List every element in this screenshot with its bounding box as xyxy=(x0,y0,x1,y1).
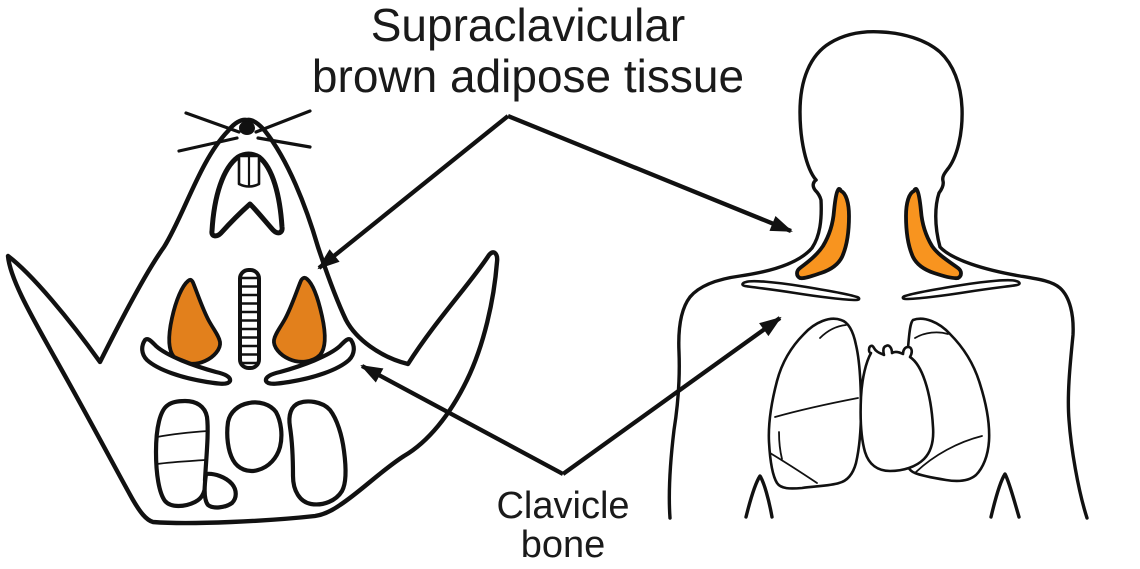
clavicle-arrow-to-mouse xyxy=(360,364,565,476)
mouse-lung-left-lower-lobe xyxy=(202,471,238,510)
mouse-whiskers xyxy=(177,109,312,153)
human-lung-left-fissure-lower xyxy=(769,452,818,484)
mouse-bat-left xyxy=(167,277,222,366)
human-bat-right xyxy=(904,187,963,281)
mouse-teeth xyxy=(237,154,261,188)
human-armpit-right xyxy=(989,472,1021,519)
mouse-lung-middle-lobe xyxy=(225,400,284,474)
whisker-upper-right xyxy=(254,109,312,134)
human-lung-right-apex-line xyxy=(914,331,949,339)
whisker-lower-right xyxy=(256,136,312,149)
mouse-clavicle-left xyxy=(140,337,233,386)
human-armpit-left xyxy=(744,474,774,519)
figure-title-line2: brown adipose tissue xyxy=(311,50,745,102)
human-lung-left-fissure-upper xyxy=(774,397,859,418)
bat-arrow-to-mouse xyxy=(317,114,510,270)
clavicle-label-line1: Clavicle xyxy=(496,485,630,527)
mouse-figure xyxy=(5,109,500,526)
mouse-lung-right xyxy=(287,399,348,507)
human-head-right-outline xyxy=(798,30,1089,520)
human-heart xyxy=(859,344,935,473)
mouse-lung-fissure-upper xyxy=(156,430,209,438)
figure-title-line1: Supraclavicular xyxy=(370,0,686,51)
human-lungs-heart xyxy=(767,317,991,490)
human-clavicle-right xyxy=(901,278,1021,301)
human-figure xyxy=(667,30,1089,520)
mouse-lungs xyxy=(153,398,348,510)
clavicle-arrow-to-human xyxy=(561,316,782,476)
bat-arrow-to-human xyxy=(507,114,793,233)
clavicle-label-line2: bone xyxy=(520,524,606,566)
human-left-outline xyxy=(667,178,823,520)
mouse-nose xyxy=(239,121,255,135)
whisker-lower-left xyxy=(177,136,239,153)
human-lung-left xyxy=(767,317,863,490)
whisker-upper-left xyxy=(184,111,241,134)
human-lung-left-apex-line xyxy=(819,324,847,339)
human-lung-right-fissure xyxy=(915,435,983,473)
mouse-bat-right xyxy=(272,275,327,364)
annotation-arrows xyxy=(317,114,793,476)
mouse-clavicle-right xyxy=(263,337,356,386)
mouse-spine xyxy=(238,268,261,370)
human-clavicle-left xyxy=(741,279,861,302)
mouse-lung-left xyxy=(153,398,210,509)
figure-title: Supraclavicular brown adipose tissue xyxy=(312,0,744,102)
spine-rungs xyxy=(239,276,260,365)
human-lung-left-notch-line xyxy=(778,431,783,460)
human-bat-left xyxy=(795,187,851,281)
clavicle-bone-label: Clavicle bone xyxy=(496,487,629,565)
mouse-lung-fissure-lower xyxy=(156,459,206,465)
